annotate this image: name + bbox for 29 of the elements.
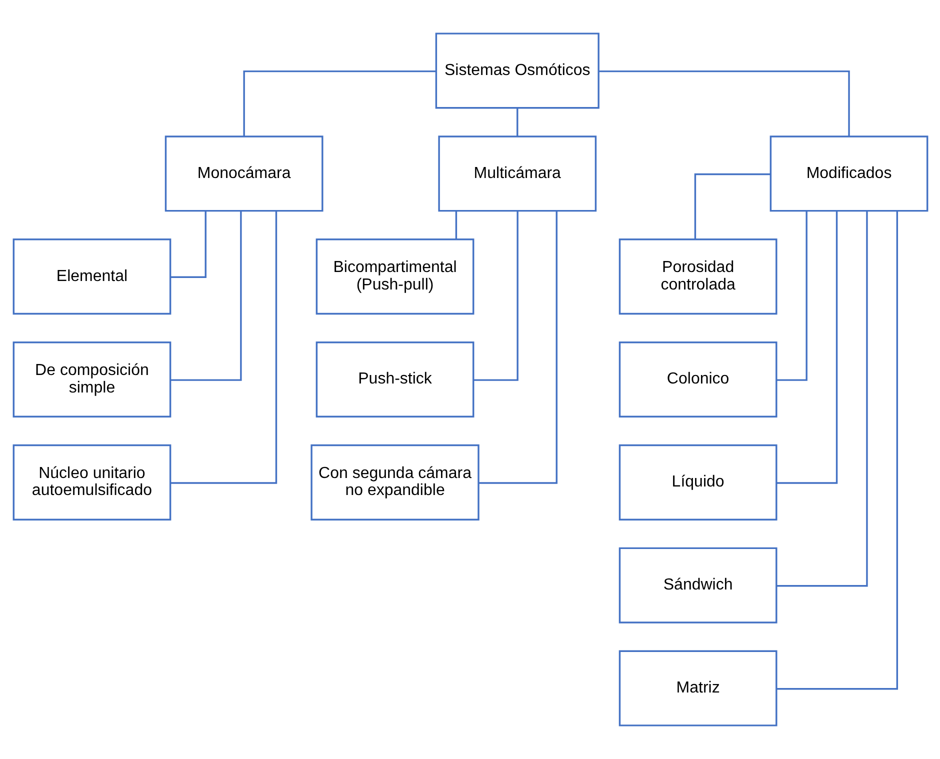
connector bbox=[454, 211, 457, 240]
node-box: Líquido bbox=[618, 444, 777, 520]
node-box: Núcleo unitario autoemulsificado bbox=[12, 444, 171, 520]
connector bbox=[478, 210, 557, 484]
connector bbox=[516, 108, 518, 136]
node-box: Porosidad controlada bbox=[618, 238, 777, 315]
node-box: Modificados bbox=[769, 136, 928, 212]
node-box: Bicompartimental (Push-pull) bbox=[315, 238, 474, 315]
connector bbox=[242, 70, 436, 136]
node-box: Push-stick bbox=[315, 341, 474, 418]
connector bbox=[776, 211, 807, 381]
connector bbox=[776, 211, 898, 690]
connector bbox=[776, 210, 838, 484]
connector bbox=[694, 173, 770, 240]
connector bbox=[170, 211, 206, 278]
connector bbox=[170, 210, 277, 484]
node-box: Multicámara bbox=[438, 136, 596, 212]
node-box: Elemental bbox=[12, 238, 171, 315]
node-box: Con segunda cámara no expandible bbox=[310, 444, 479, 520]
node-box: Sistemas Osmóticos bbox=[434, 32, 599, 109]
node-box: Colonico bbox=[618, 341, 777, 418]
node-box: De composición simple bbox=[12, 341, 171, 418]
connector bbox=[473, 211, 518, 381]
node-box: Matriz bbox=[618, 650, 777, 726]
connector bbox=[776, 210, 868, 587]
node-box: Monocámara bbox=[164, 136, 323, 212]
connector bbox=[598, 70, 850, 136]
connector bbox=[170, 211, 242, 381]
node-box: Sándwich bbox=[618, 547, 777, 624]
